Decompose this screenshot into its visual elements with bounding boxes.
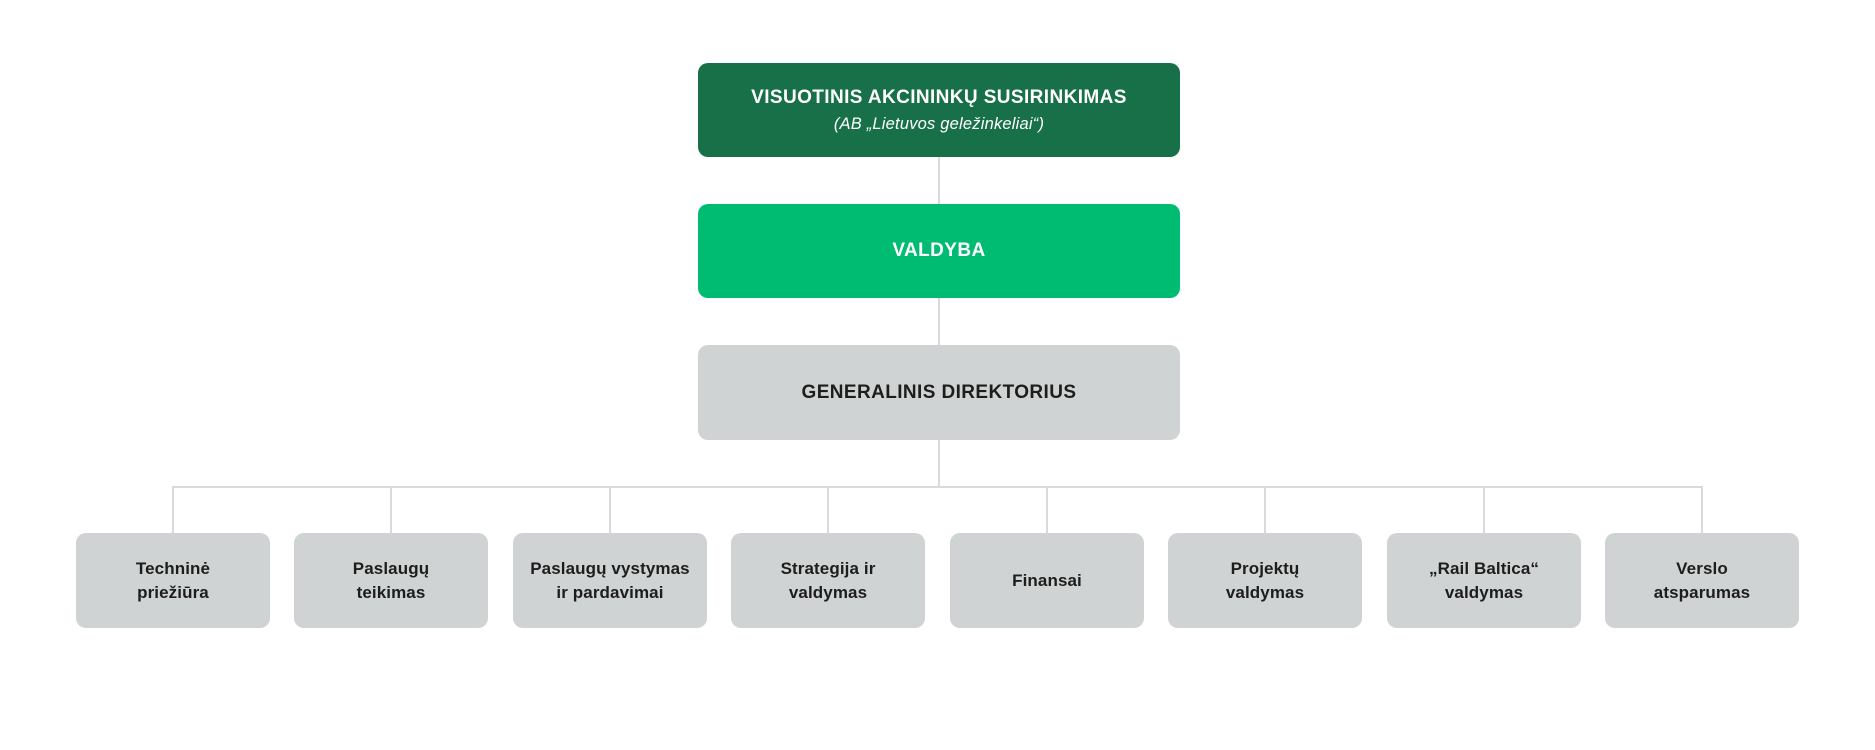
shareholders-meeting-subtitle: (AB „Lietuvos geležinkeliai“): [833, 114, 1045, 133]
department-box-verslo-atsparumas: Verslo atsparumas: [1605, 533, 1799, 628]
connector-board-ceo: [938, 298, 940, 345]
board-box: VALDYBA: [698, 204, 1180, 298]
connector-stub-7: [1483, 487, 1485, 534]
connector-ceo-branch: [938, 440, 940, 487]
department-box-paslaugu-teikimas: Paslaugų teikimas: [294, 533, 488, 628]
ceo-label: GENERALINIS DIREKTORIUS: [801, 381, 1077, 403]
ceo-box: GENERALINIS DIREKTORIUS: [698, 345, 1180, 440]
connector-stub-8: [1701, 487, 1703, 534]
connector-root-board: [938, 157, 940, 204]
department-box-paslaugu-vystymas: Paslaugų vystymas ir pardavimai: [513, 533, 707, 628]
connector-stub-3: [609, 487, 611, 534]
department-box-strategija-ir-valdymas: Strategija ir valdymas: [731, 533, 925, 628]
shareholders-meeting-box: VISUOTINIS AKCININKŲ SUSIRINKIMAS (AB „L…: [698, 63, 1180, 157]
connector-stub-6: [1264, 487, 1266, 534]
shareholders-meeting-title: VISUOTINIS AKCININKŲ SUSIRINKIMAS: [751, 86, 1127, 108]
connector-stub-1: [172, 487, 174, 534]
department-box-technine-prieziura: Techninė priežiūra: [76, 533, 270, 628]
department-box-finansai: Finansai: [950, 533, 1144, 628]
board-label: VALDYBA: [892, 240, 986, 261]
connector-stub-2: [390, 487, 392, 534]
connector-horizontal-rail: [172, 486, 1703, 488]
department-box-projektu-valdymas: Projektų valdymas: [1168, 533, 1362, 628]
connector-stub-4: [827, 487, 829, 534]
connector-stub-5: [1046, 487, 1048, 534]
department-box-rail-baltica-valdymas: „Rail Baltica“ valdymas: [1387, 533, 1581, 628]
